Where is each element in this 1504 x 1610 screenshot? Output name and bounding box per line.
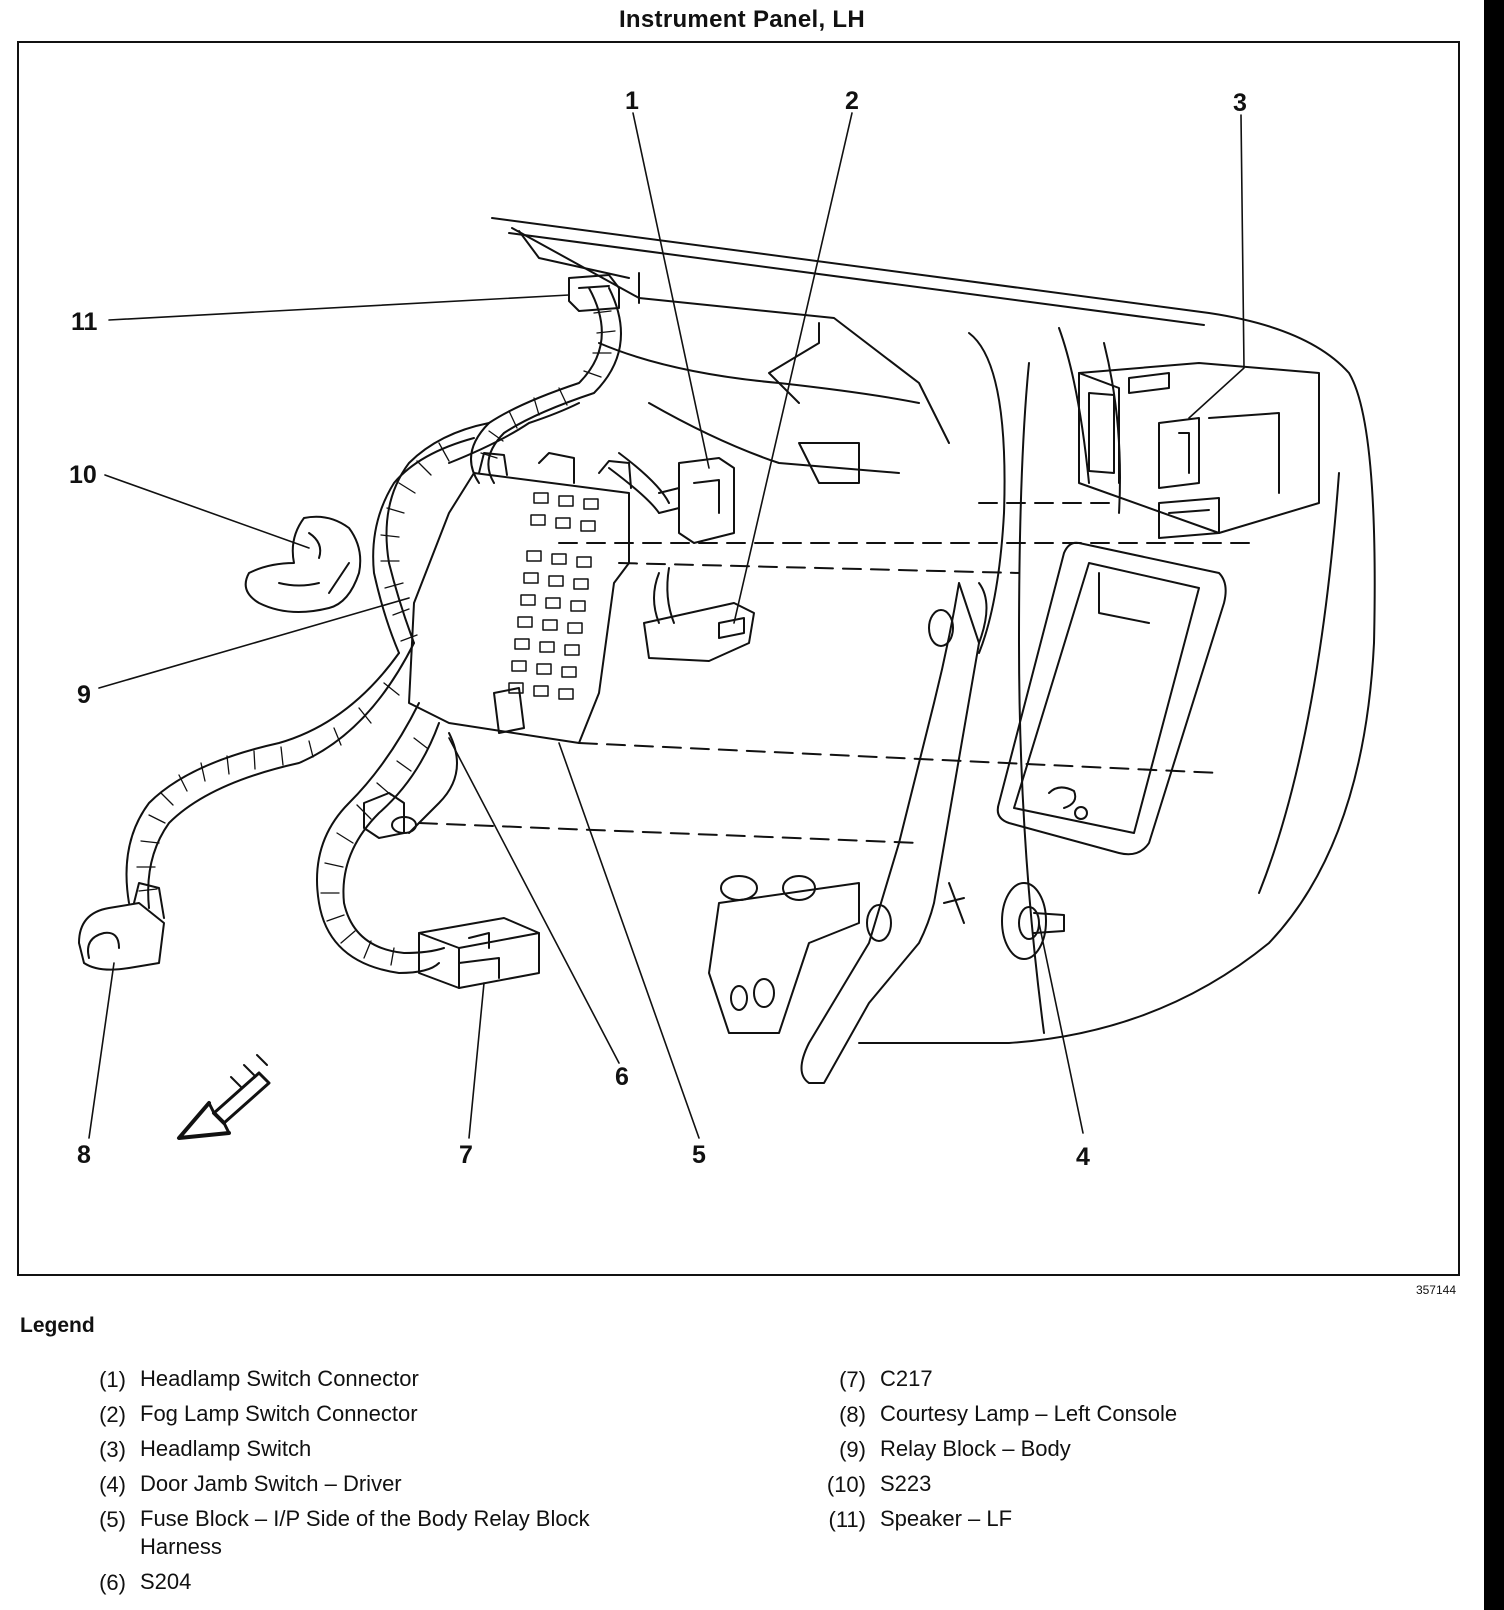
- legend-number: (2): [99, 1402, 126, 1427]
- legend-item: (9) Relay Block – Body: [818, 1432, 1418, 1467]
- lower-bracket-shape: [708, 875, 860, 1034]
- legend-number: (5): [99, 1507, 126, 1532]
- legend-text: C217: [880, 1366, 933, 1391]
- c217-connector-shape: [418, 917, 540, 989]
- callout-leaders: [88, 112, 1245, 1139]
- callout-6: 6: [615, 1063, 629, 1091]
- legend-number: (9): [839, 1437, 866, 1462]
- headlamp-connector-shape: [658, 457, 735, 544]
- legend-item: (8) Courtesy Lamp – Left Console: [818, 1397, 1418, 1432]
- figure-number: 357144: [1415, 1283, 1456, 1297]
- callout-10: 10: [69, 461, 97, 489]
- legend-item: (4) Door Jamb Switch – Driver: [78, 1467, 728, 1502]
- wiring-harness-shape: [125, 287, 670, 974]
- legend-item: (1) Headlamp Switch Connector: [78, 1362, 728, 1397]
- legend-item: (7) C217: [818, 1362, 1418, 1397]
- s223-splice-shape: [244, 515, 362, 613]
- legend-text: Fog Lamp Switch Connector: [140, 1401, 418, 1426]
- legend-text: Courtesy Lamp – Left Console: [880, 1401, 1178, 1426]
- legend-heading: Legend: [20, 1314, 95, 1337]
- legend-item: (3) Headlamp Switch: [78, 1432, 728, 1467]
- legend-number: (4): [99, 1472, 126, 1497]
- callout-11: 11: [71, 308, 98, 336]
- legend-item: (2) Fog Lamp Switch Connector: [78, 1397, 728, 1432]
- callout-5: 5: [692, 1141, 706, 1169]
- alignment-dashes: [418, 502, 1250, 844]
- legend-number: (8): [839, 1402, 866, 1427]
- callout-2: 2: [845, 87, 859, 115]
- legend-number: (3): [99, 1437, 126, 1462]
- legend-text: Door Jamb Switch – Driver: [140, 1471, 402, 1496]
- legend-text: Fuse Block – I/P Side of the Body Relay …: [140, 1506, 590, 1559]
- callout-1: 1: [625, 87, 639, 115]
- legend-right-column: (7) C217 (8) Courtesy Lamp – Left Consol…: [818, 1362, 1418, 1537]
- legend-text: Speaker – LF: [880, 1506, 1013, 1531]
- courtesy-lamp-shape: [78, 882, 165, 971]
- legend-number: (10): [826, 1472, 866, 1497]
- legend-number: (1): [99, 1367, 126, 1392]
- callout-4: 4: [1076, 1143, 1090, 1171]
- callout-3: 3: [1233, 89, 1247, 117]
- legend-item: (5) Fuse Block – I/P Side of the Body Re…: [78, 1502, 728, 1565]
- legend-text: S223: [880, 1471, 932, 1496]
- legend-text: S204: [140, 1569, 192, 1594]
- callout-8: 8: [77, 1141, 91, 1169]
- fuse-block-shape: [408, 452, 632, 744]
- legend-text: Headlamp Switch: [140, 1436, 312, 1461]
- fog-lamp-connector-shape: [643, 567, 755, 662]
- callout-7: 7: [459, 1141, 473, 1169]
- legend-text: Relay Block – Body: [880, 1436, 1071, 1461]
- instrument-panel-drawing: [78, 112, 1376, 1140]
- panel-bracket-shape: [800, 582, 988, 1084]
- console-bezel-shape: [996, 541, 1227, 856]
- legend-number: (11): [828, 1507, 867, 1532]
- page-edge-bar: [1484, 0, 1504, 1610]
- harness-hatching: [136, 310, 616, 966]
- diagram-title: Instrument Panel, LH: [618, 6, 866, 33]
- s204-clip-shape: [363, 792, 417, 839]
- callout-9: 9: [77, 681, 91, 709]
- legend-item: (10) S223: [818, 1467, 1418, 1502]
- legend-item: (6) S204: [78, 1565, 728, 1600]
- legend-item: (11) Speaker – LF: [818, 1502, 1418, 1537]
- legend-left-column: (1) Headlamp Switch Connector (2) Fog La…: [78, 1362, 728, 1600]
- instrument-panel-outline: [491, 217, 1376, 1044]
- callout-labels: 1 2 3 4 5 6 7 8 9 10 11: [69, 87, 1247, 1171]
- front-direction-arrow: [177, 1054, 271, 1140]
- speaker-connector-shape: [568, 274, 620, 312]
- diagram-frame: 1 2 3 4 5 6 7 8 9 10 11: [17, 41, 1460, 1276]
- legend-text: Headlamp Switch Connector: [140, 1366, 419, 1391]
- headlamp-switch-shape: [1078, 362, 1320, 539]
- fuse-cavities: [508, 492, 599, 700]
- legend-number: (6): [99, 1570, 126, 1595]
- legend-number: (7): [839, 1367, 866, 1392]
